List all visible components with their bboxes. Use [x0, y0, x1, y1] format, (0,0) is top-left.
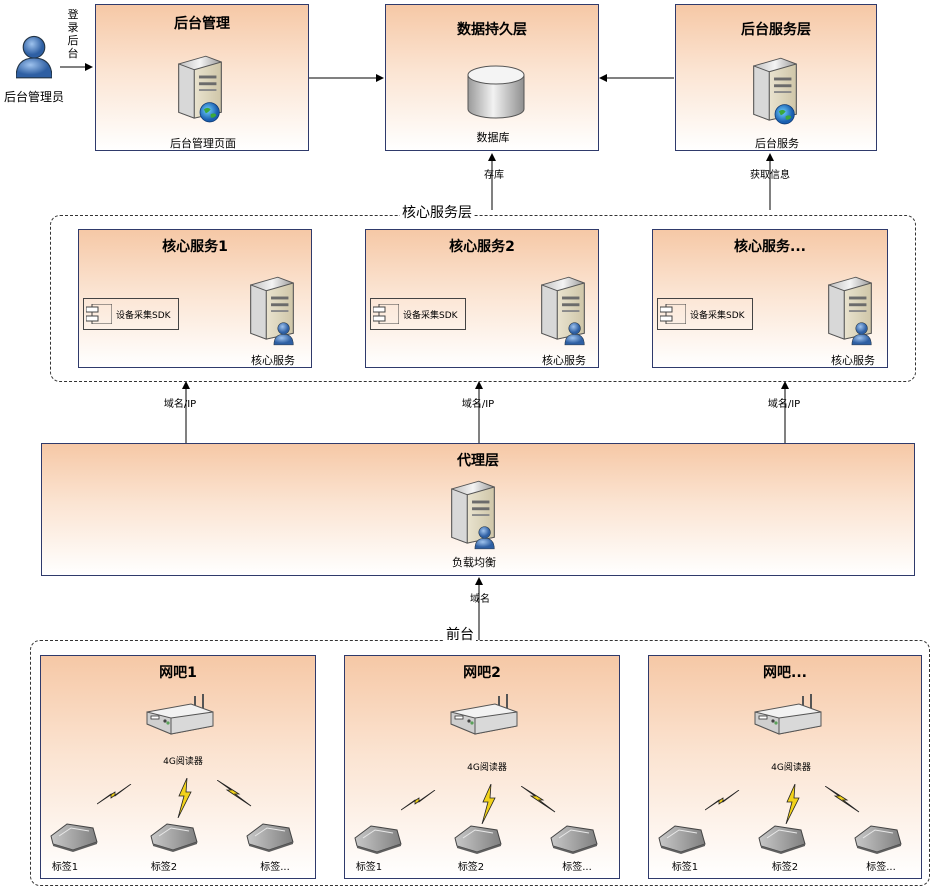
- cafe-title: 网吧1: [159, 665, 197, 681]
- cafe-title: 网吧2: [463, 665, 501, 681]
- core-server-icon: [828, 276, 872, 346]
- component-icon: [660, 304, 686, 324]
- component-icon: [86, 304, 112, 324]
- tag-device-icon: [50, 823, 98, 853]
- wireless-bolt-icon: [825, 786, 860, 813]
- tag-label: 标签1: [51, 862, 79, 873]
- store-edge-label: 存库: [484, 170, 504, 181]
- load-balancer-icon: [451, 480, 495, 550]
- wireless-bolt-icon: [481, 784, 496, 824]
- reader-label: 4G阅读器: [163, 757, 203, 767]
- core-service-box: 核心服务... 设备采集SDK 核心服务: [652, 229, 888, 368]
- router-icon: [146, 694, 214, 735]
- router-icon: [450, 694, 518, 735]
- admin-user-icon: [16, 35, 52, 79]
- core-layer-group: [50, 215, 916, 382]
- sdk-label: 设备采集SDK: [116, 311, 171, 321]
- core-service-title: 核心服务...: [734, 239, 806, 255]
- proxy-title: 代理层: [457, 453, 499, 469]
- admin-label: 后台管理员: [4, 90, 65, 104]
- sdk-component: 设备采集SDK: [83, 298, 179, 330]
- service-server-icon: [753, 57, 797, 125]
- sdk-label: 设备采集SDK: [690, 311, 745, 321]
- database-icon: [467, 65, 525, 119]
- sdk-component: 设备采集SDK: [657, 298, 753, 330]
- tag-device-icon: [658, 825, 706, 855]
- db-box: 数据持久层 数据库: [385, 4, 599, 151]
- sdk-component: 设备采集SDK: [370, 298, 466, 330]
- tag-label: 标签2: [457, 862, 485, 873]
- admin-page-label: 后台管理页面: [170, 137, 236, 150]
- tag-device-icon: [854, 825, 902, 855]
- core-service-title: 核心服务1: [162, 239, 228, 255]
- tag-device-icon: [758, 825, 806, 855]
- wireless-bolt-icon: [97, 784, 132, 805]
- tag-label: 标签...: [562, 862, 592, 873]
- core-server-icon: [250, 276, 294, 346]
- component-icon: [373, 304, 399, 324]
- core-service-box: 核心服务2 设备采集SDK 核心服务: [365, 229, 599, 368]
- fetch-edge-label: 获取信息: [750, 170, 790, 181]
- sdk-label: 设备采集SDK: [403, 311, 458, 321]
- tag-label: 标签2: [771, 862, 799, 873]
- wireless-bolt-icon: [401, 790, 436, 811]
- core-service-label: 核心服务: [831, 354, 875, 367]
- admin-box-title: 后台管理: [174, 16, 230, 32]
- web-server-icon: [178, 55, 222, 123]
- db-label: 数据库: [476, 131, 510, 144]
- tag-device-icon: [354, 825, 402, 855]
- core-service-box: 核心服务1 设备采集SDK 核心服务: [78, 229, 312, 368]
- cafe-box: 网吧2 4G阅读器 标签1 标签2 标签...: [344, 655, 620, 879]
- core-service-title: 核心服务2: [449, 239, 515, 255]
- front-group: [30, 640, 930, 886]
- wireless-bolt-icon: [785, 784, 800, 824]
- tag-device-icon: [454, 825, 502, 855]
- domain-ip-label: 域名/IP: [461, 399, 495, 410]
- login-label: 登录后台: [67, 8, 79, 60]
- wireless-bolt-icon: [177, 778, 192, 818]
- core-service-label: 核心服务: [542, 354, 586, 367]
- backend-service-label: 后台服务: [755, 137, 799, 150]
- wireless-bolt-icon: [217, 780, 252, 807]
- tag-label: 标签...: [260, 862, 290, 873]
- cafe-box: 网吧1 4G阅读器 标签1 标签2 标签...: [40, 655, 316, 879]
- tag-label: 标签2: [150, 862, 178, 873]
- wireless-bolt-icon: [705, 790, 740, 811]
- tag-device-icon: [246, 823, 294, 853]
- db-box-title: 数据持久层: [457, 22, 527, 38]
- cafe-title: 网吧...: [763, 665, 807, 681]
- core-service-label: 核心服务: [251, 354, 295, 367]
- domain-edge-label: 域名: [470, 594, 490, 605]
- load-balancer-label: 负载均衡: [452, 556, 496, 569]
- core-server-icon: [541, 276, 585, 346]
- tag-label: 标签1: [355, 862, 383, 873]
- router-icon: [754, 694, 822, 735]
- tag-device-icon: [550, 825, 598, 855]
- backend-service-box: 后台服务层 后台服务: [675, 4, 877, 151]
- domain-ip-label: 域名/IP: [163, 399, 197, 410]
- proxy-box: 代理层 负载均衡: [41, 443, 915, 576]
- backend-service-title: 后台服务层: [741, 22, 811, 38]
- wireless-bolt-icon: [521, 786, 556, 813]
- cafe-box: 网吧... 4G阅读器 标签1 标签2 标签...: [648, 655, 922, 879]
- domain-ip-label: 域名/IP: [767, 399, 801, 410]
- tag-label: 标签1: [671, 862, 699, 873]
- tag-device-icon: [150, 823, 198, 853]
- front-title: 前台: [444, 624, 476, 644]
- tag-label: 标签...: [866, 862, 896, 873]
- core-layer-title: 核心服务层: [400, 202, 474, 222]
- reader-label: 4G阅读器: [771, 763, 811, 773]
- reader-label: 4G阅读器: [467, 763, 507, 773]
- admin-box: 后台管理 后台管理页面: [95, 4, 309, 151]
